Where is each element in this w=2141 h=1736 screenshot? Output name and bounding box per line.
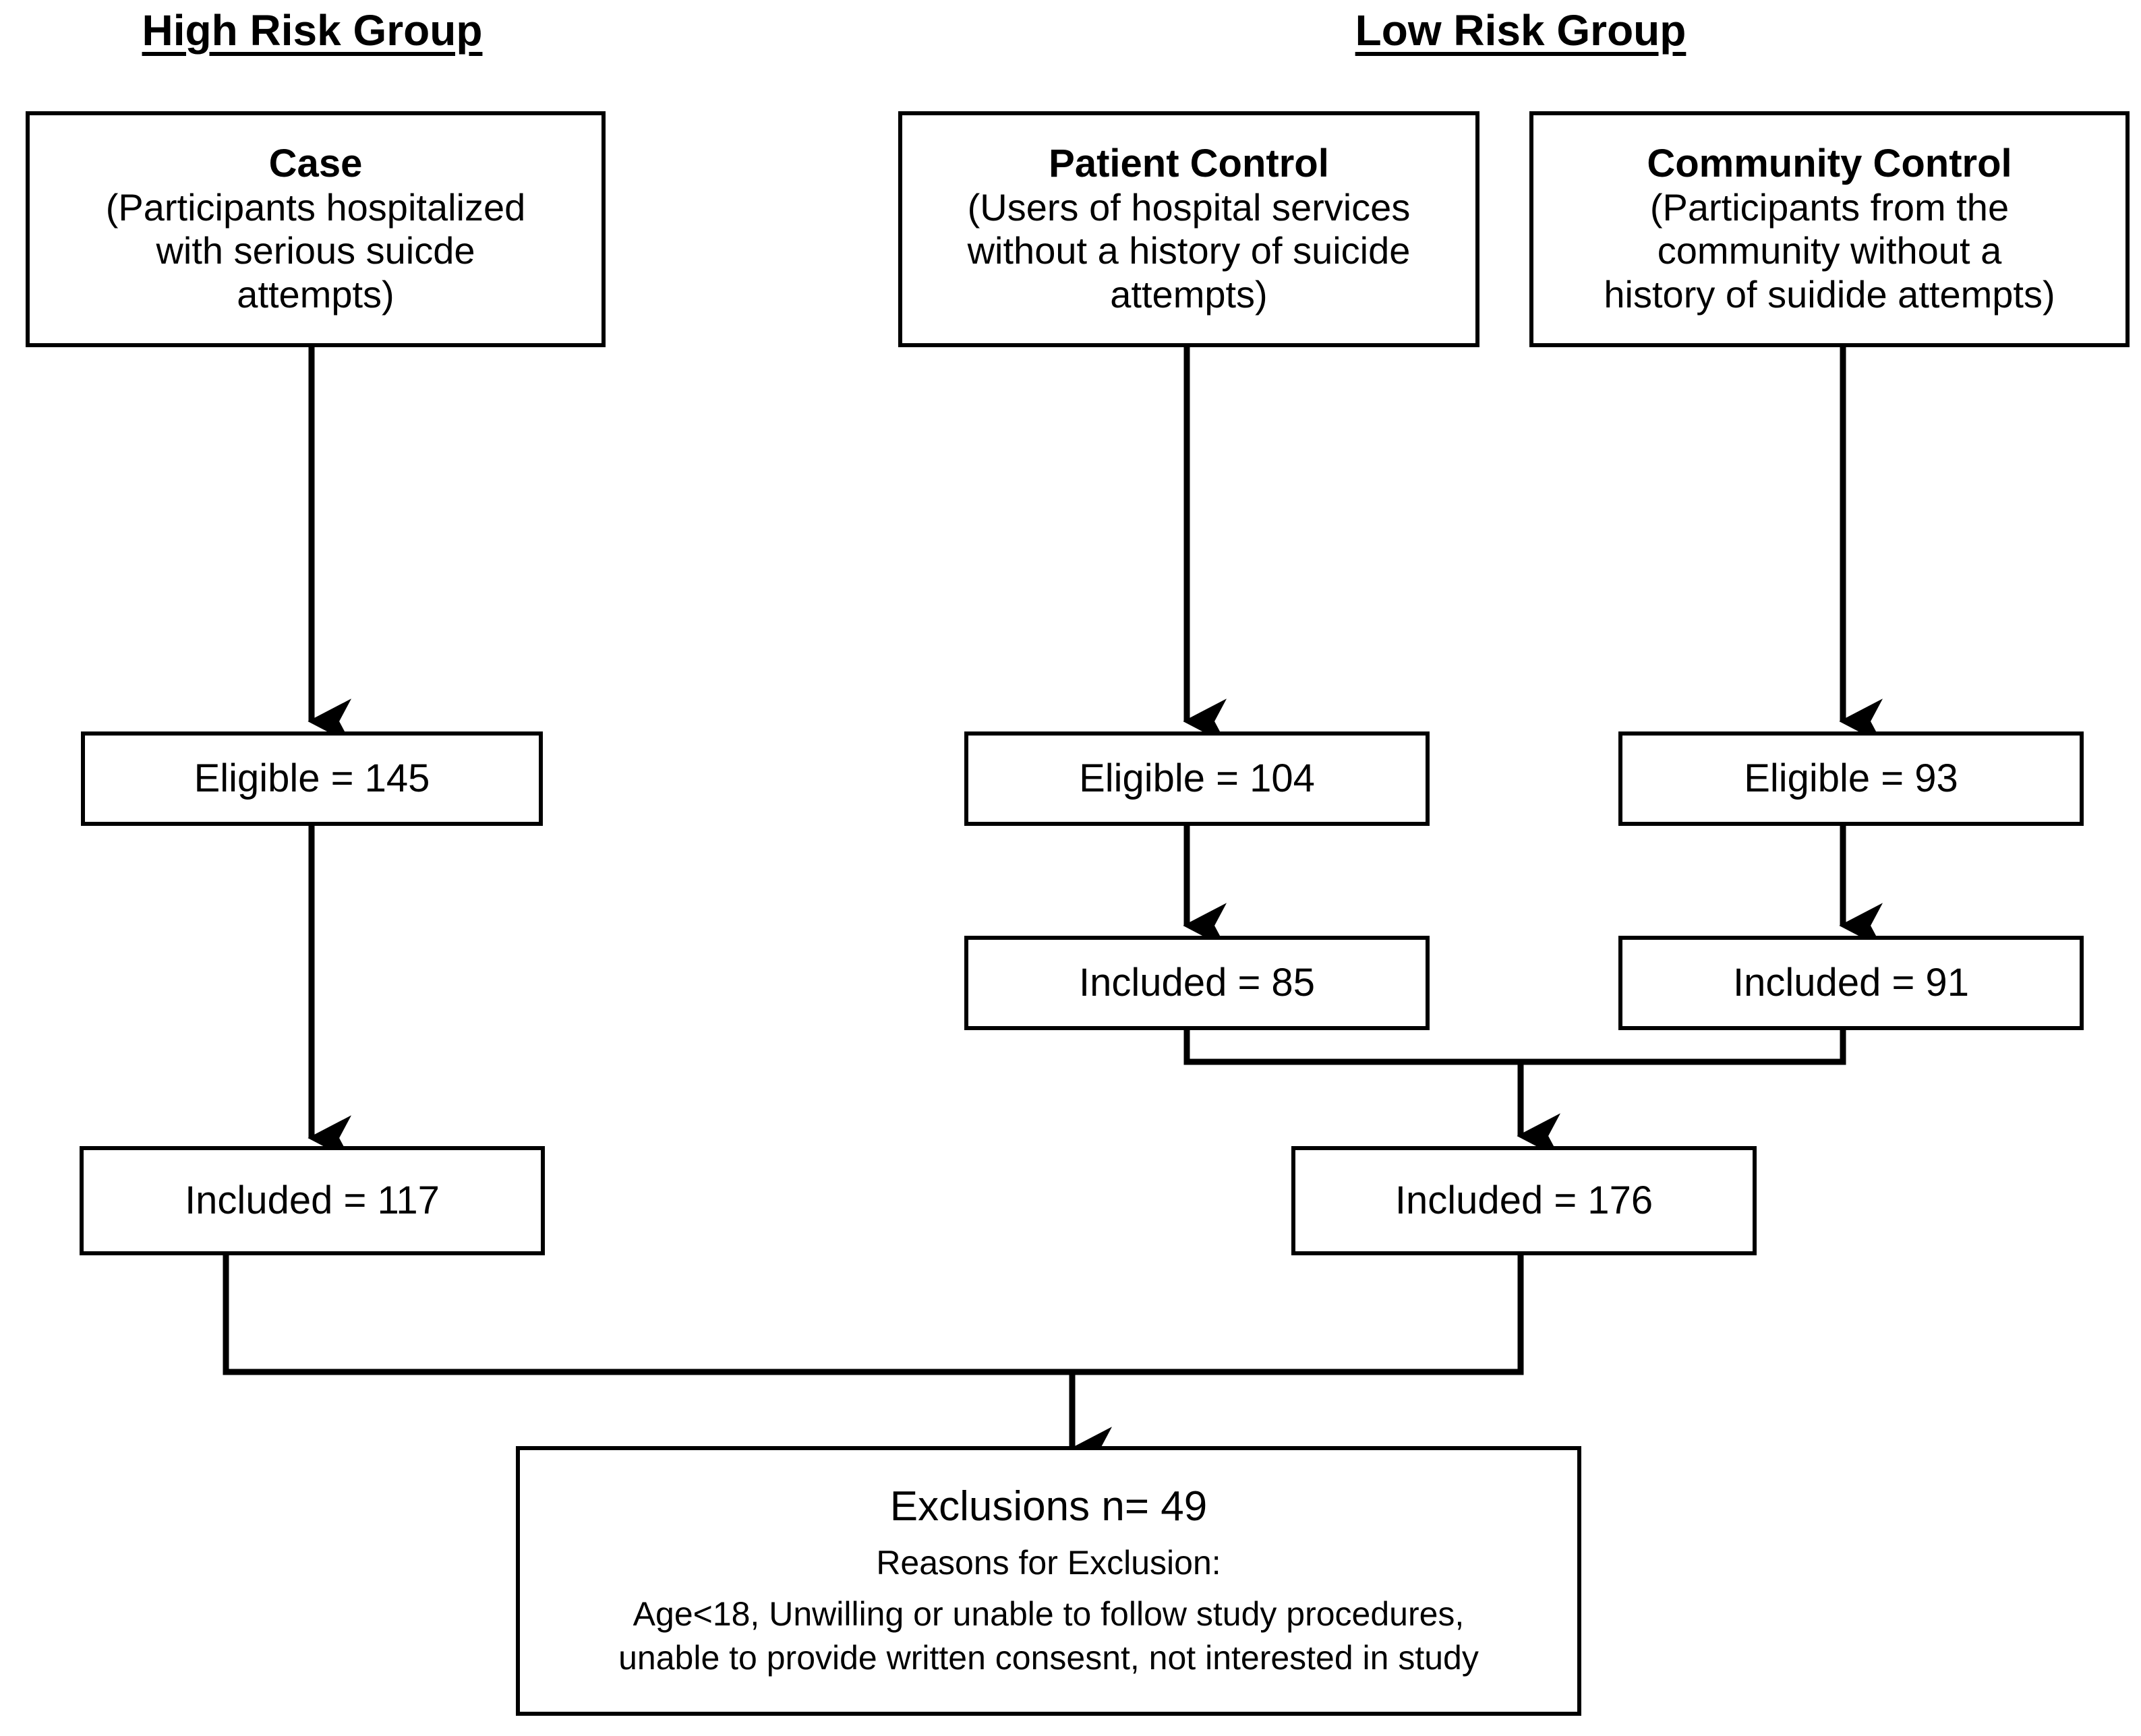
connector-merge-bottom-left <box>223 1255 1072 1375</box>
node-patient-control-desc-line-3: attempts) <box>1110 272 1268 316</box>
node-community-control: Community Control (Participants from the… <box>1529 111 2130 347</box>
connector-merge-bottom-right <box>1072 1255 1524 1375</box>
node-case-title: Case <box>268 141 363 185</box>
node-included-case-label: Included = 117 <box>185 1178 440 1222</box>
connector-merge-controls-left <box>1183 1030 1521 1065</box>
node-exclusions-subheading: Reasons for Exclusion: <box>876 1544 1221 1582</box>
group-header-low-risk: Low Risk Group <box>1355 6 1687 55</box>
node-eligible-patient-control-label: Eligible = 104 <box>1079 756 1315 800</box>
node-exclusions: Exclusions n= 49 Reasons for Exclusion: … <box>516 1446 1581 1716</box>
node-case-desc-line-1: (Participants hospitalized <box>105 185 526 229</box>
node-community-control-desc-line-3: history of suidide attempts) <box>1604 272 2055 316</box>
node-patient-control: Patient Control (Users of hospital servi… <box>898 111 1479 347</box>
node-exclusions-reason-line-1: Age<18, Unwilling or unable to follow st… <box>633 1595 1465 1634</box>
node-patient-control-desc-line-2: without a history of suicide <box>967 229 1411 272</box>
node-included-patient-control-label: Included = 85 <box>1079 960 1315 1005</box>
node-community-control-desc-line-1: (Participants from the <box>1649 185 2010 229</box>
node-eligible-case-label: Eligible = 145 <box>194 756 430 800</box>
node-eligible-community-control: Eligible = 93 <box>1618 731 2084 826</box>
node-case: Case (Participants hospitalized with ser… <box>26 111 606 347</box>
node-patient-control-desc-line-1: (Users of hospital services <box>967 185 1411 229</box>
node-case-desc-line-2: with serious suicde <box>156 229 475 272</box>
connector-merge-controls-right <box>1521 1030 1846 1065</box>
node-eligible-patient-control: Eligible = 104 <box>964 731 1430 826</box>
node-exclusions-heading: Exclusions n= 49 <box>889 1483 1208 1530</box>
node-included-patient-control: Included = 85 <box>964 936 1430 1030</box>
node-exclusions-reason-line-2: unable to provide written consesnt, not … <box>618 1639 1479 1677</box>
node-community-control-desc-line-2: community without a <box>1657 229 2002 272</box>
node-included-case: Included = 117 <box>80 1146 545 1255</box>
node-included-controls-combined: Included = 176 <box>1291 1146 1757 1255</box>
node-included-community-control: Included = 91 <box>1618 936 2084 1030</box>
node-community-control-title: Community Control <box>1647 141 2012 185</box>
node-eligible-case: Eligible = 145 <box>81 731 543 826</box>
node-eligible-community-control-label: Eligible = 93 <box>1744 756 1958 800</box>
node-included-community-control-label: Included = 91 <box>1733 960 1969 1005</box>
node-case-desc-line-3: attempts) <box>237 272 394 316</box>
node-included-controls-combined-label: Included = 176 <box>1395 1178 1653 1222</box>
node-patient-control-title: Patient Control <box>1049 141 1329 185</box>
group-header-high-risk: High Risk Group <box>142 6 483 55</box>
